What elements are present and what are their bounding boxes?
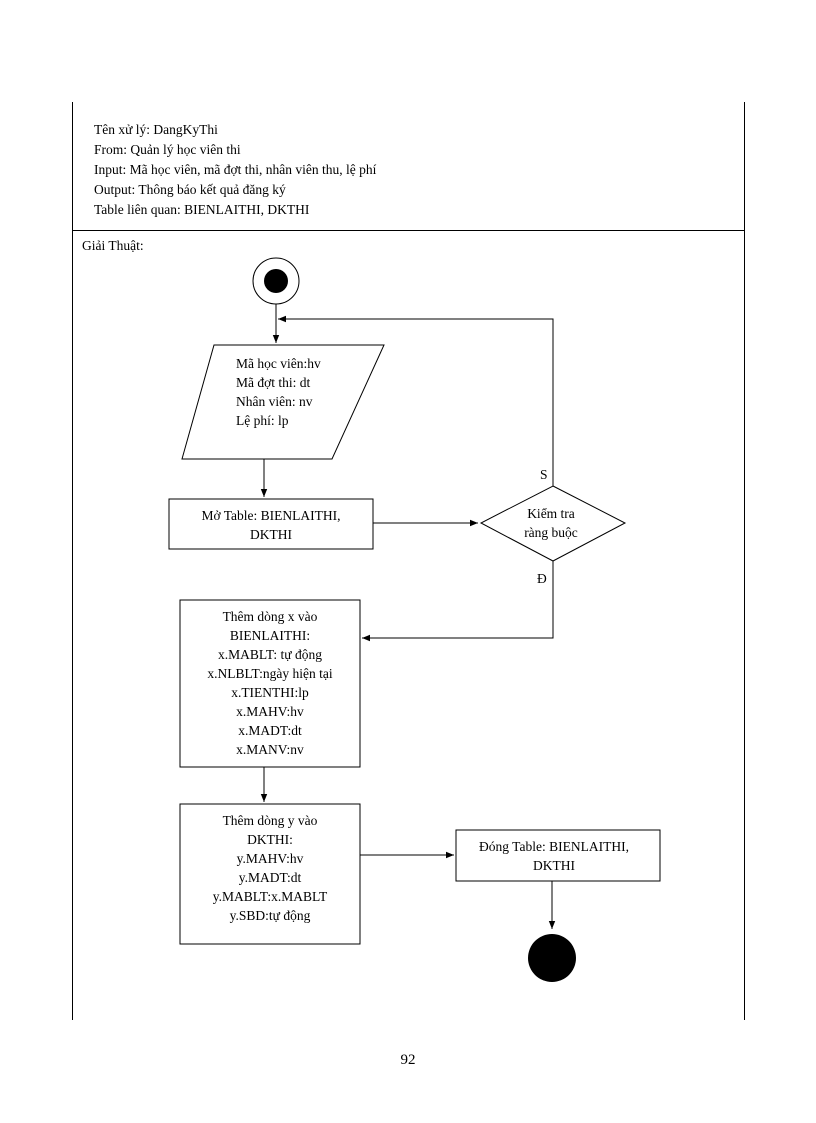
close-table-line: DKTHI xyxy=(533,858,575,873)
open-table-line: DKTHI xyxy=(250,527,292,542)
process-output: Output: Thông báo kết quả đăng ký xyxy=(94,182,286,197)
insert-y-line: y.SBD:tự động xyxy=(230,908,311,923)
open-table-line: Mở Table: BIENLAITHI, xyxy=(201,508,340,523)
page-number: 92 xyxy=(400,1052,416,1068)
insert-y-box: Thêm dòng y vào DKTHI: y.MAHV:hv y.MADT:… xyxy=(179,803,361,945)
input-line: Mã đợt thi: dt xyxy=(236,375,311,390)
section-divider xyxy=(72,230,745,231)
frame-right-border xyxy=(744,102,745,1020)
constraint-decision: Kiểm tra ràng buộc xyxy=(479,485,627,562)
insert-x-line: x.MANV:nv xyxy=(236,742,304,757)
arrow-false-loop xyxy=(278,315,554,486)
insert-y-line: y.MADT:dt xyxy=(239,870,302,885)
input-parallelogram: Mã học viên:hv Mã đợt thi: dt Nhân viên:… xyxy=(181,344,385,460)
insert-x-line: x.MAHV:hv xyxy=(236,704,304,719)
false-branch-label: S xyxy=(540,467,548,482)
input-line: Lệ phí: lp xyxy=(236,413,289,428)
open-table-box: Mở Table: BIENLAITHI, DKTHI xyxy=(168,498,374,550)
close-table-line: Đóng Table: BIENLAITHI, xyxy=(479,839,629,854)
process-tables: Table liên quan: BIENLAITHI, DKTHI xyxy=(94,202,310,217)
algorithm-label: Giải Thuật: xyxy=(82,238,144,253)
process-from: From: Quản lý học viên thi xyxy=(94,142,241,157)
end-node xyxy=(528,934,576,982)
process-input: Input: Mã học viên, mã đợt thi, nhân viê… xyxy=(94,162,377,177)
insert-x-line: BIENLAITHI: xyxy=(230,628,310,643)
decision-line: ràng buộc xyxy=(524,525,578,540)
start-node xyxy=(252,257,300,305)
close-table-box: Đóng Table: BIENLAITHI, DKTHI xyxy=(455,829,661,882)
insert-y-line: y.MABLT:x.MABLT xyxy=(213,889,328,904)
insert-x-line: x.MABLT: tự động xyxy=(218,647,322,662)
process-name: Tên xử lý: DangKyThi xyxy=(94,122,218,137)
insert-x-line: x.MADT:dt xyxy=(238,723,302,738)
true-branch-label: Đ xyxy=(537,571,547,586)
insert-x-line: x.NLBLT:ngày hiện tại xyxy=(207,666,332,681)
insert-y-line: DKTHI: xyxy=(247,832,293,847)
input-line: Mã học viên:hv xyxy=(236,356,321,371)
process-spec: Tên xử lý: DangKyThi From: Quản lý học v… xyxy=(94,120,376,220)
insert-x-line: x.TIENTHI:lp xyxy=(231,685,309,700)
arrow-true-branch xyxy=(362,561,554,642)
insert-x-line: Thêm dòng x vào xyxy=(223,609,318,624)
insert-y-line: Thêm dòng y vào xyxy=(223,813,318,828)
insert-y-line: y.MAHV:hv xyxy=(237,851,304,866)
decision-line: Kiểm tra xyxy=(527,506,575,521)
insert-x-box: Thêm dòng x vào BIENLAITHI: x.MABLT: tự … xyxy=(179,599,361,768)
frame-left-border xyxy=(72,102,73,1020)
input-line: Nhân viên: nv xyxy=(236,394,313,409)
